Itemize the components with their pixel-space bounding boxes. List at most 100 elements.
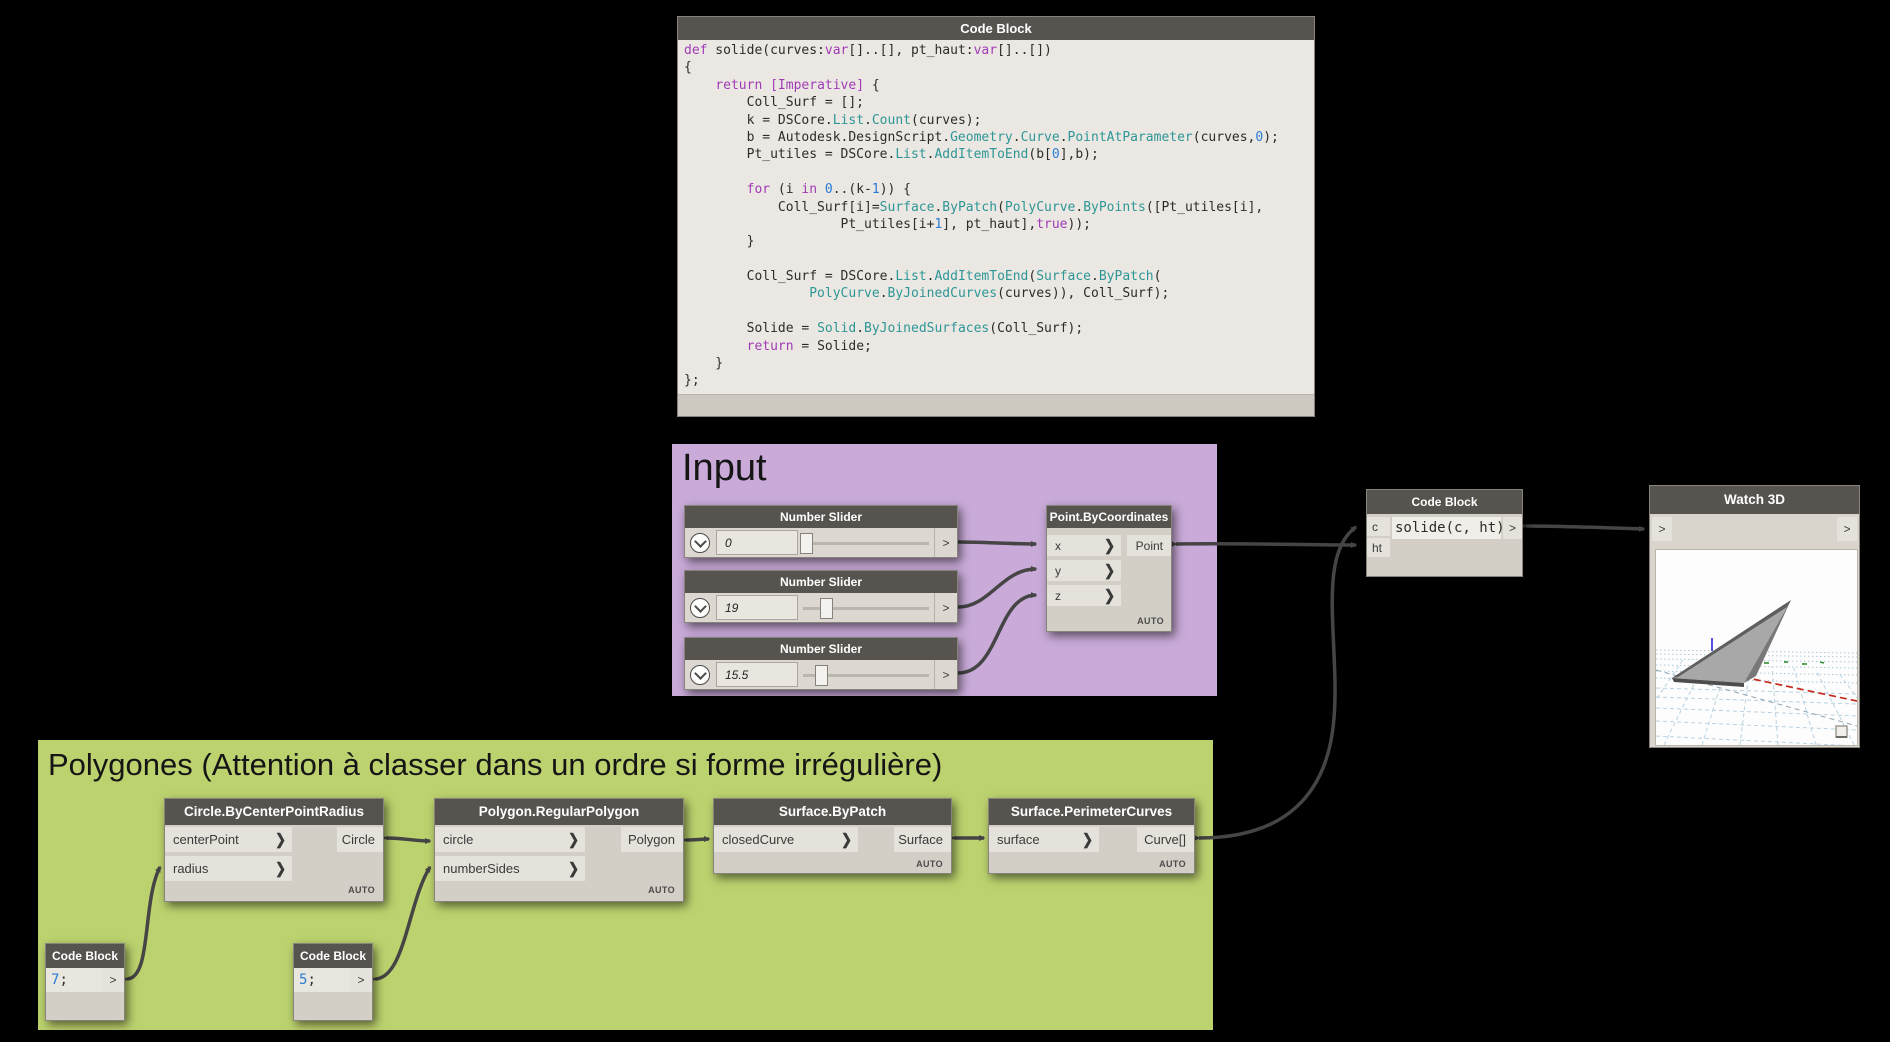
slider-track[interactable] <box>799 593 933 622</box>
node-title[interactable]: Code Block <box>1367 490 1522 514</box>
lacing-indicator[interactable]: AUTO <box>1159 859 1186 869</box>
input-port[interactable]: > <box>1652 517 1672 541</box>
node-surface-perimetercurves[interactable]: Surface.PerimeterCurves surface ❯ Curve[]… <box>988 798 1195 874</box>
node-title[interactable]: Surface.PerimeterCurves <box>989 799 1194 825</box>
lacing-indicator[interactable]: AUTO <box>916 859 943 869</box>
node-title[interactable]: Code Block <box>678 17 1314 40</box>
port-label: centerPoint <box>173 832 239 847</box>
output-port[interactable]: > <box>1837 517 1857 541</box>
chevron-right-icon: ❯ <box>841 830 852 848</box>
expand-slider-button[interactable] <box>685 660 715 689</box>
node-title[interactable]: Number Slider <box>685 571 957 593</box>
node-title[interactable]: Surface.ByPatch <box>714 799 951 825</box>
chevron-right-icon: ❯ <box>275 830 286 848</box>
input-port-radius[interactable]: radius ❯ <box>165 856 292 881</box>
node-title[interactable]: Code Block <box>46 944 124 968</box>
node-code-block-5[interactable]: Code Block 5; > <box>293 943 373 1021</box>
chevron-right-icon: ❯ <box>1104 536 1115 554</box>
chevron-right-icon: ❯ <box>1104 586 1115 604</box>
slider-handle[interactable] <box>800 533 813 554</box>
input-port-surface[interactable]: surface ❯ <box>989 827 1099 852</box>
code-block-expression[interactable]: 7; <box>46 968 103 992</box>
input-port-centerpoint[interactable]: centerPoint ❯ <box>165 827 292 852</box>
node-number-slider-3[interactable]: Number Slider 15.5 > <box>684 637 958 690</box>
number-literal: 5 <box>299 972 308 988</box>
node-surface-bypatch[interactable]: Surface.ByPatch closedCurve ❯ Surface AUT… <box>713 798 952 874</box>
port-label: z <box>1055 588 1061 603</box>
group-input-title[interactable]: Input <box>682 447 767 489</box>
slider-value-field[interactable]: 19 <box>716 595 798 620</box>
semicolon: ; <box>59 972 68 988</box>
port-label: surface <box>997 832 1040 847</box>
3d-preview <box>1625 550 1890 747</box>
slider-handle[interactable] <box>815 665 828 686</box>
slider-track[interactable] <box>799 660 933 689</box>
chevron-right-icon: ❯ <box>568 830 579 848</box>
node-number-slider-1[interactable]: Number Slider 0 > <box>684 505 958 558</box>
input-port-numbersides[interactable]: numberSides ❯ <box>435 856 585 881</box>
slider-output-port[interactable]: > <box>934 593 957 622</box>
input-port-x[interactable]: x❯ <box>1047 535 1121 556</box>
output-port[interactable]: > <box>1503 517 1522 539</box>
output-port-curves[interactable]: Curve[] <box>1137 827 1194 852</box>
output-port-surface[interactable]: Surface <box>894 827 951 852</box>
lacing-indicator[interactable]: AUTO <box>348 885 375 895</box>
input-port-y[interactable]: y❯ <box>1047 560 1121 581</box>
slider-track[interactable] <box>799 528 933 557</box>
code-lines[interactable]: def solide(curves:var[]..[], pt_haut:var… <box>684 43 1279 389</box>
group-polygons-title[interactable]: Polygones (Attention à classer dans un o… <box>48 747 943 782</box>
port-label: x <box>1055 538 1061 553</box>
node-title[interactable]: Circle.ByCenterPointRadius <box>165 799 383 825</box>
wire-perimeter-to-codeblock-c[interactable] <box>1193 525 1358 842</box>
chevron-down-icon <box>690 664 710 685</box>
node-title[interactable]: Watch 3D <box>1650 486 1859 514</box>
3d-viewport[interactable] <box>1625 549 1890 747</box>
expand-slider-button[interactable] <box>685 593 715 622</box>
input-port-circle[interactable]: circle❯ <box>435 827 585 852</box>
node-circle-bycenterpointradius[interactable]: Circle.ByCenterPointRadius centerPoint❯ … <box>164 798 384 902</box>
port-label: radius <box>173 861 209 876</box>
chevron-right-icon: ❯ <box>1104 561 1115 579</box>
node-polygon-regularpolygon[interactable]: Polygon.RegularPolygon circle❯ numberSid… <box>434 798 684 902</box>
chevron-right-icon: ❯ <box>1082 830 1093 848</box>
input-port-closedcurve[interactable]: closedCurve ❯ <box>714 827 858 852</box>
node-title[interactable]: Polygon.RegularPolygon <box>435 799 683 825</box>
expand-slider-button[interactable] <box>685 528 715 557</box>
slider-output-port[interactable]: > <box>934 660 957 689</box>
output-port-polygon[interactable]: Polygon <box>621 827 683 852</box>
node-point-bycoordinates[interactable]: Point.ByCoordinates x❯ y❯ z❯ Point AUTO <box>1046 505 1172 632</box>
node-title[interactable]: Number Slider <box>685 506 957 528</box>
wire-codeblock-to-watch3d[interactable] <box>1520 522 1646 532</box>
port-label: numberSides <box>443 861 520 876</box>
input-port-z[interactable]: z❯ <box>1047 585 1121 606</box>
slider-value-field[interactable]: 15.5 <box>716 662 798 687</box>
node-number-slider-2[interactable]: Number Slider 19 > <box>684 570 958 623</box>
resize-handle-icon <box>1835 725 1848 738</box>
output-port-circle[interactable]: Circle <box>337 827 383 852</box>
node-watch-3d[interactable]: Watch 3D > > <box>1625 485 1890 748</box>
semicolon: ; <box>307 972 316 988</box>
code-block-footer <box>678 394 1314 416</box>
node-code-block-7[interactable]: Code Block 7; > <box>45 943 125 1021</box>
port-label: closedCurve <box>722 832 795 847</box>
chevron-right-icon: ❯ <box>568 859 579 877</box>
slider-output-port[interactable]: > <box>934 528 957 557</box>
node-title[interactable]: Number Slider <box>685 638 957 660</box>
slider-value-field[interactable]: 0 <box>716 530 798 555</box>
code-block-expression[interactable]: 5; <box>294 968 351 992</box>
code-block-expression[interactable]: solide(c, ht); <box>1392 517 1513 539</box>
slider-handle[interactable] <box>820 598 833 619</box>
node-code-block-solide[interactable]: Code Block c ht solide(c, ht); > <box>1366 489 1523 577</box>
output-port[interactable]: > <box>350 968 372 992</box>
node-code-block-definition[interactable]: Code Block def solide(curves:var[]..[], … <box>677 16 1315 417</box>
output-port[interactable]: > <box>102 968 124 992</box>
node-title[interactable]: Point.ByCoordinates <box>1047 506 1171 528</box>
output-port-point[interactable]: Point <box>1127 535 1171 556</box>
chevron-right-icon: ❯ <box>275 859 286 877</box>
node-title[interactable]: Code Block <box>294 944 372 968</box>
input-port-ht[interactable]: ht <box>1367 538 1390 557</box>
input-port-c[interactable]: c <box>1367 517 1390 536</box>
lacing-indicator[interactable]: AUTO <box>648 885 675 895</box>
lacing-indicator[interactable]: AUTO <box>1137 616 1164 626</box>
